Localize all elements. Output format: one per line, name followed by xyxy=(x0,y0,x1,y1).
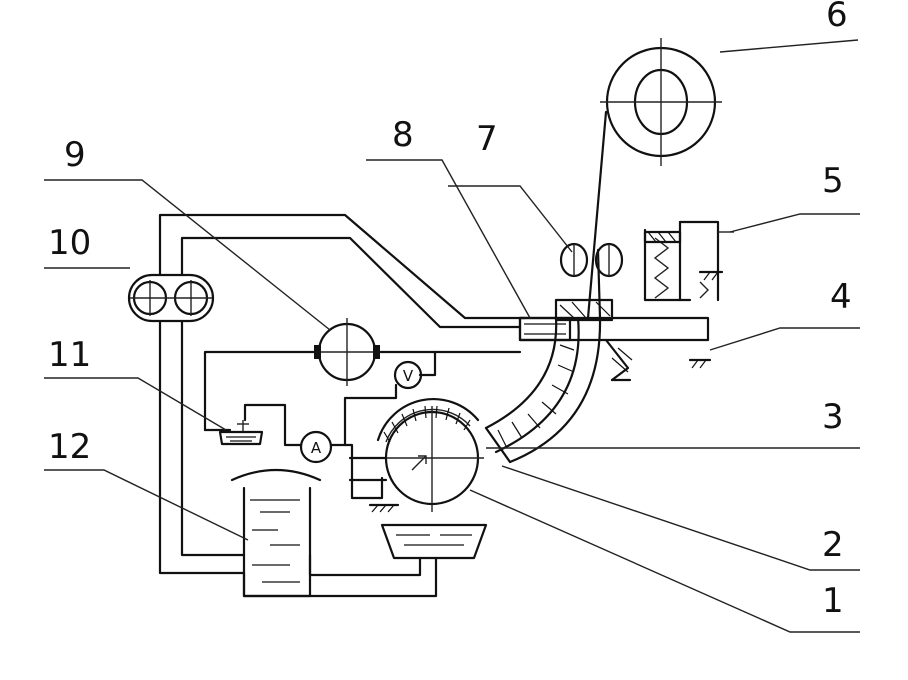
label-10: 10 xyxy=(48,223,91,263)
electric-circuit xyxy=(203,350,522,500)
holder-8 xyxy=(518,298,614,342)
voltmeter: V xyxy=(393,360,423,390)
wire xyxy=(586,110,608,320)
leader-lines xyxy=(44,39,860,633)
generator-9 xyxy=(313,318,381,386)
electrolyte-piping xyxy=(158,213,527,598)
ammeter: A xyxy=(299,430,333,464)
pump-10 xyxy=(127,273,215,323)
label-5: 5 xyxy=(822,161,844,201)
label-3: 3 xyxy=(822,397,844,437)
wire-reel-6 xyxy=(600,38,722,166)
label-11: 11 xyxy=(48,335,91,375)
spring-mechanism-5 xyxy=(643,220,734,302)
label-4: 4 xyxy=(830,277,852,317)
slide-4 xyxy=(518,316,712,382)
label-12: 12 xyxy=(48,427,91,467)
label-7: 7 xyxy=(476,119,498,159)
feed-rollers-7 xyxy=(559,242,624,278)
label-9: 9 xyxy=(64,135,86,175)
number-labels: 1 2 3 4 5 6 7 8 9 10 11 12 xyxy=(48,0,852,621)
voltmeter-label: V xyxy=(403,367,414,385)
label-1: 1 xyxy=(822,581,844,621)
label-8: 8 xyxy=(392,115,414,155)
bath-11 xyxy=(218,420,264,446)
tank-12 xyxy=(230,468,322,598)
ammeter-label: A xyxy=(311,439,322,457)
grinding-wheel-1 xyxy=(348,398,484,513)
label-6: 6 xyxy=(826,0,848,35)
coolant-tray xyxy=(380,523,488,560)
label-2: 2 xyxy=(822,525,844,565)
